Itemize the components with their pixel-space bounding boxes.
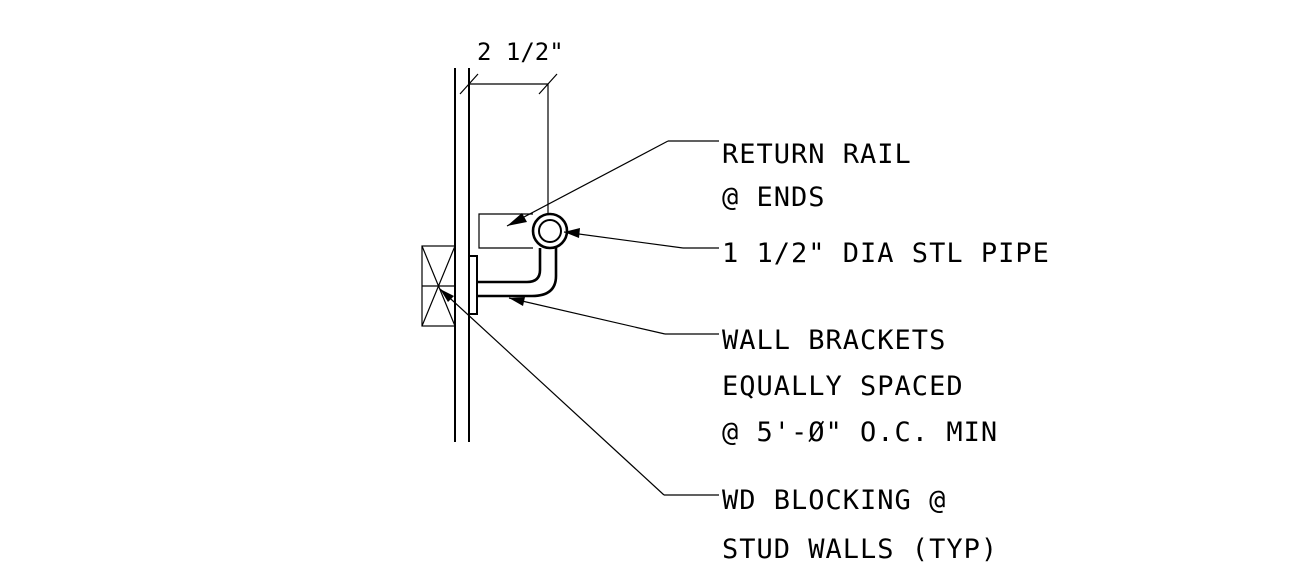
pipe — [531, 212, 569, 250]
svg-text:WALL BRACKETS: WALL BRACKETS — [722, 325, 946, 356]
dimension-label: 2 1/2" — [477, 38, 564, 66]
bracket-flange — [468, 255, 478, 315]
return-rail — [478, 213, 533, 249]
wood-blocking — [421, 245, 456, 327]
wall-bracket-arm — [477, 248, 558, 298]
callout-return-rail: RETURN RAIL @ ENDS — [722, 139, 912, 213]
leader-pipe — [563, 228, 719, 249]
callout-wall-brackets: WALL BRACKETS EQUALLY SPACED @ 5'-Ø" O.C… — [722, 325, 998, 448]
dimension-line — [459, 73, 558, 214]
svg-text:EQUALLY SPACED: EQUALLY SPACED — [722, 371, 964, 402]
svg-text:@ 5'-Ø" O.C. MIN: @ 5'-Ø" O.C. MIN — [722, 417, 998, 448]
callout-blocking: WD BLOCKING @ STUD WALLS (TYP) — [722, 485, 998, 565]
wall — [454, 68, 470, 442]
svg-text:RETURN RAIL: RETURN RAIL — [722, 139, 912, 170]
callout-pipe: 1 1/2" DIA STL PIPE — [722, 238, 1050, 269]
svg-text:WD BLOCKING @: WD BLOCKING @ — [722, 485, 946, 516]
leader-wall-brackets — [508, 297, 719, 335]
svg-text:@ ENDS: @ ENDS — [722, 182, 826, 213]
leader-blocking — [439, 288, 719, 496]
svg-text:STUD WALLS (TYP): STUD WALLS (TYP) — [722, 534, 998, 565]
svg-text:1 1/2" DIA STL PIPE: 1 1/2" DIA STL PIPE — [722, 238, 1050, 269]
leader-return-rail — [506, 140, 719, 227]
